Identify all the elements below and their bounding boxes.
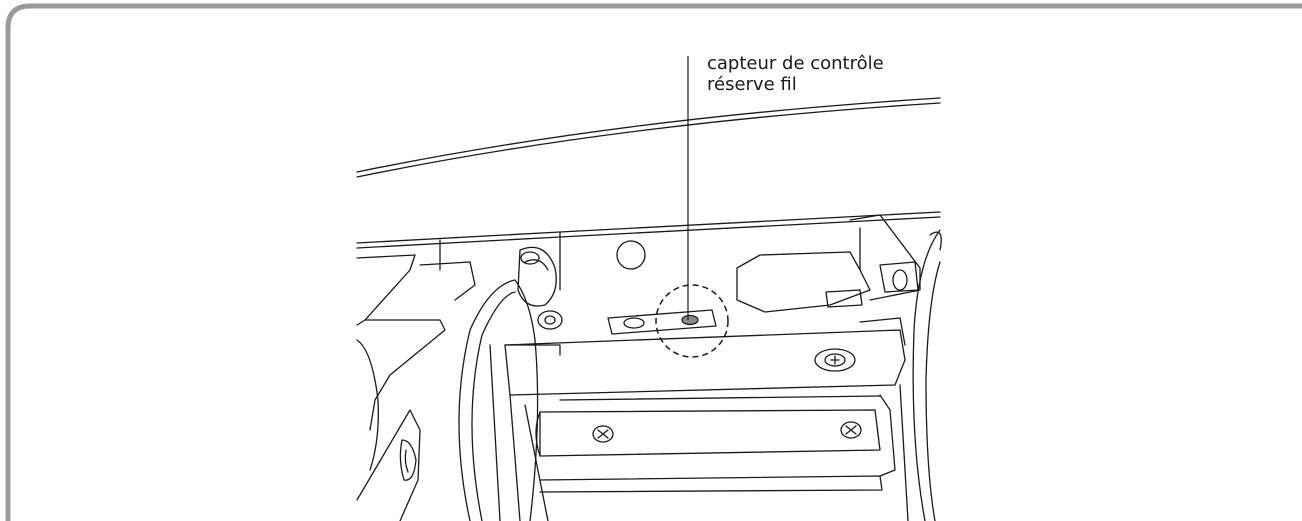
callout-label: capteur de contrôle réserve fil (707, 53, 884, 95)
back-panel-edge (356, 211, 941, 244)
sensor-plate (607, 309, 717, 335)
pivot-knob (517, 246, 557, 307)
lid-edge (356, 97, 941, 173)
main-bar (504, 329, 906, 396)
left-bracket (356, 254, 416, 326)
callout-line-1: capteur de contrôle (707, 53, 884, 74)
callout-line-2: réserve fil (707, 74, 797, 95)
left-roller (458, 279, 539, 521)
right-roller (912, 229, 941, 521)
sensor-highlight-circle (655, 284, 729, 358)
lower-bar (539, 409, 881, 457)
frame-border (5, 3, 1302, 521)
lid-edge-inner (356, 102, 941, 178)
right-housing (736, 251, 871, 313)
